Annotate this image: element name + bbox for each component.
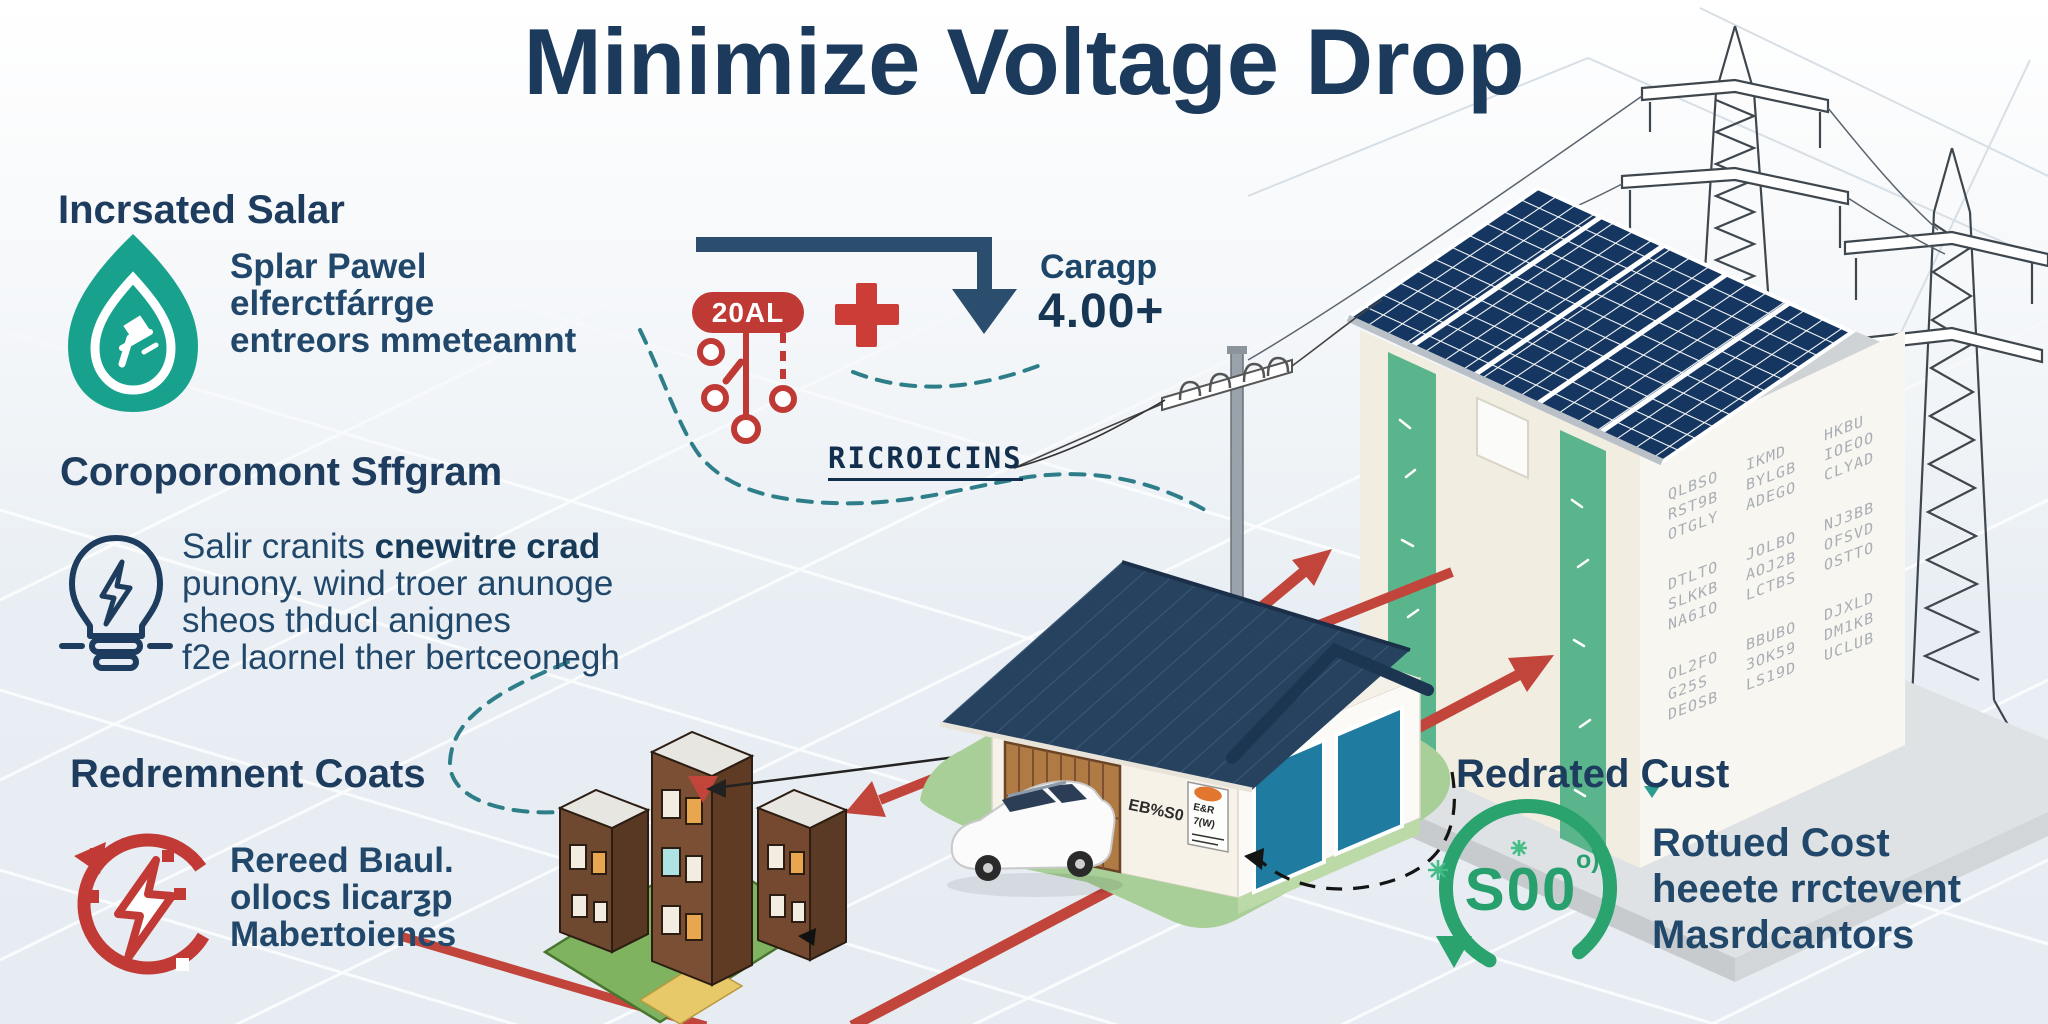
teal-dashed-connectors xyxy=(447,328,1207,815)
bulb-bolt-icon xyxy=(59,535,173,671)
building-window xyxy=(1476,396,1529,480)
plus-icon xyxy=(835,283,899,347)
section-costs-heading: Redremnent Coats xyxy=(70,752,426,796)
page-title: Minimize Voltage Drop xyxy=(523,9,1525,114)
stripe-leaf-marks xyxy=(1398,418,1592,798)
body-line: elferctfárrge xyxy=(230,284,435,323)
body-line: entreors mmeteamnt xyxy=(230,321,577,360)
down-marker-icon xyxy=(688,776,718,803)
surge-cycle-icon xyxy=(74,833,219,975)
circuit-badge: 20AL xyxy=(692,292,804,333)
cost-gauge: S00 o) xyxy=(1428,786,1660,977)
building-right-wall xyxy=(1640,330,1905,868)
solar-panel-array xyxy=(1343,185,1857,466)
body-line: heeete rrctevent xyxy=(1652,867,1962,911)
poster-line: 7(W) xyxy=(1192,816,1215,831)
house-roof xyxy=(939,560,1434,793)
gauge-value: S00 xyxy=(1465,856,1578,923)
body-line-regular: Salir cranits xyxy=(182,527,375,566)
body-line: f2e laornel ther bertceonegh xyxy=(182,638,620,677)
car xyxy=(947,780,1123,897)
down-arrow-icon xyxy=(696,237,1017,334)
body-line: Salir cranits cnewitre crad xyxy=(182,528,620,565)
circuit-branch-icon xyxy=(697,333,797,444)
house-window xyxy=(1334,703,1404,858)
section-component-body: Salir cranits cnewitre crad punony. wind… xyxy=(182,528,620,676)
body-line: Mabeɪtoienes xyxy=(230,915,457,954)
utility-pole xyxy=(1013,299,1383,623)
house-poster: E&R 7(W) xyxy=(1187,781,1229,853)
energy-droplet-icon xyxy=(68,234,198,412)
solar-building: QLBSO RST9B OTGLY IKMD BYLGB ADEGO HKBU … xyxy=(1343,185,1905,868)
drop-value: 4.00+ xyxy=(1038,285,1165,338)
body-line: Rotued Cost xyxy=(1652,821,1890,865)
house-window xyxy=(1252,736,1326,896)
old-buildings-block xyxy=(542,730,849,1024)
body-line: ollocs licarƺp xyxy=(230,878,453,917)
section-component-heading: Coroporomont Sffgram xyxy=(60,450,503,494)
body-line: Masrdcantors xyxy=(1652,913,1915,957)
gauge-down-arrow-icon xyxy=(1436,936,1472,968)
section-increased-solar-heading: Incrsated Salar xyxy=(58,188,345,232)
section-reduced-cost-heading: Redrated Cust xyxy=(1456,752,1730,796)
teal-tip-icon xyxy=(1644,786,1660,798)
section-reduced-cost-body: Rotued Cost heeete rrctevent Masrdcantor… xyxy=(1652,820,1961,958)
sparkle-icon xyxy=(1428,840,1527,880)
drop-label: Caragp xyxy=(1040,248,1158,286)
link-callout-line xyxy=(1013,399,1166,469)
small-arrow-mark xyxy=(798,928,816,946)
gauge-superscript: o) xyxy=(1576,846,1600,874)
ricroicins-link[interactable]: RICROICINS xyxy=(828,441,1023,481)
body-line: Rereed Bıaul. xyxy=(230,841,454,880)
body-line: punony. wind troer anunoge xyxy=(182,564,614,603)
poster-line: E&R xyxy=(1192,802,1216,817)
body-line: Splar Pawel xyxy=(230,247,427,286)
body-line-bold: cnewitre crad xyxy=(374,527,601,566)
black-dashed-connector xyxy=(1244,771,1456,891)
section-costs-body: Rereed Bıaul. ollocs licarƺp Mabeɪtoiene… xyxy=(230,842,456,953)
body-line: sheos thducl anignes xyxy=(182,601,511,640)
section-increased-solar-body: Splar Pawel elferctfárrge entreors mmete… xyxy=(230,248,576,359)
